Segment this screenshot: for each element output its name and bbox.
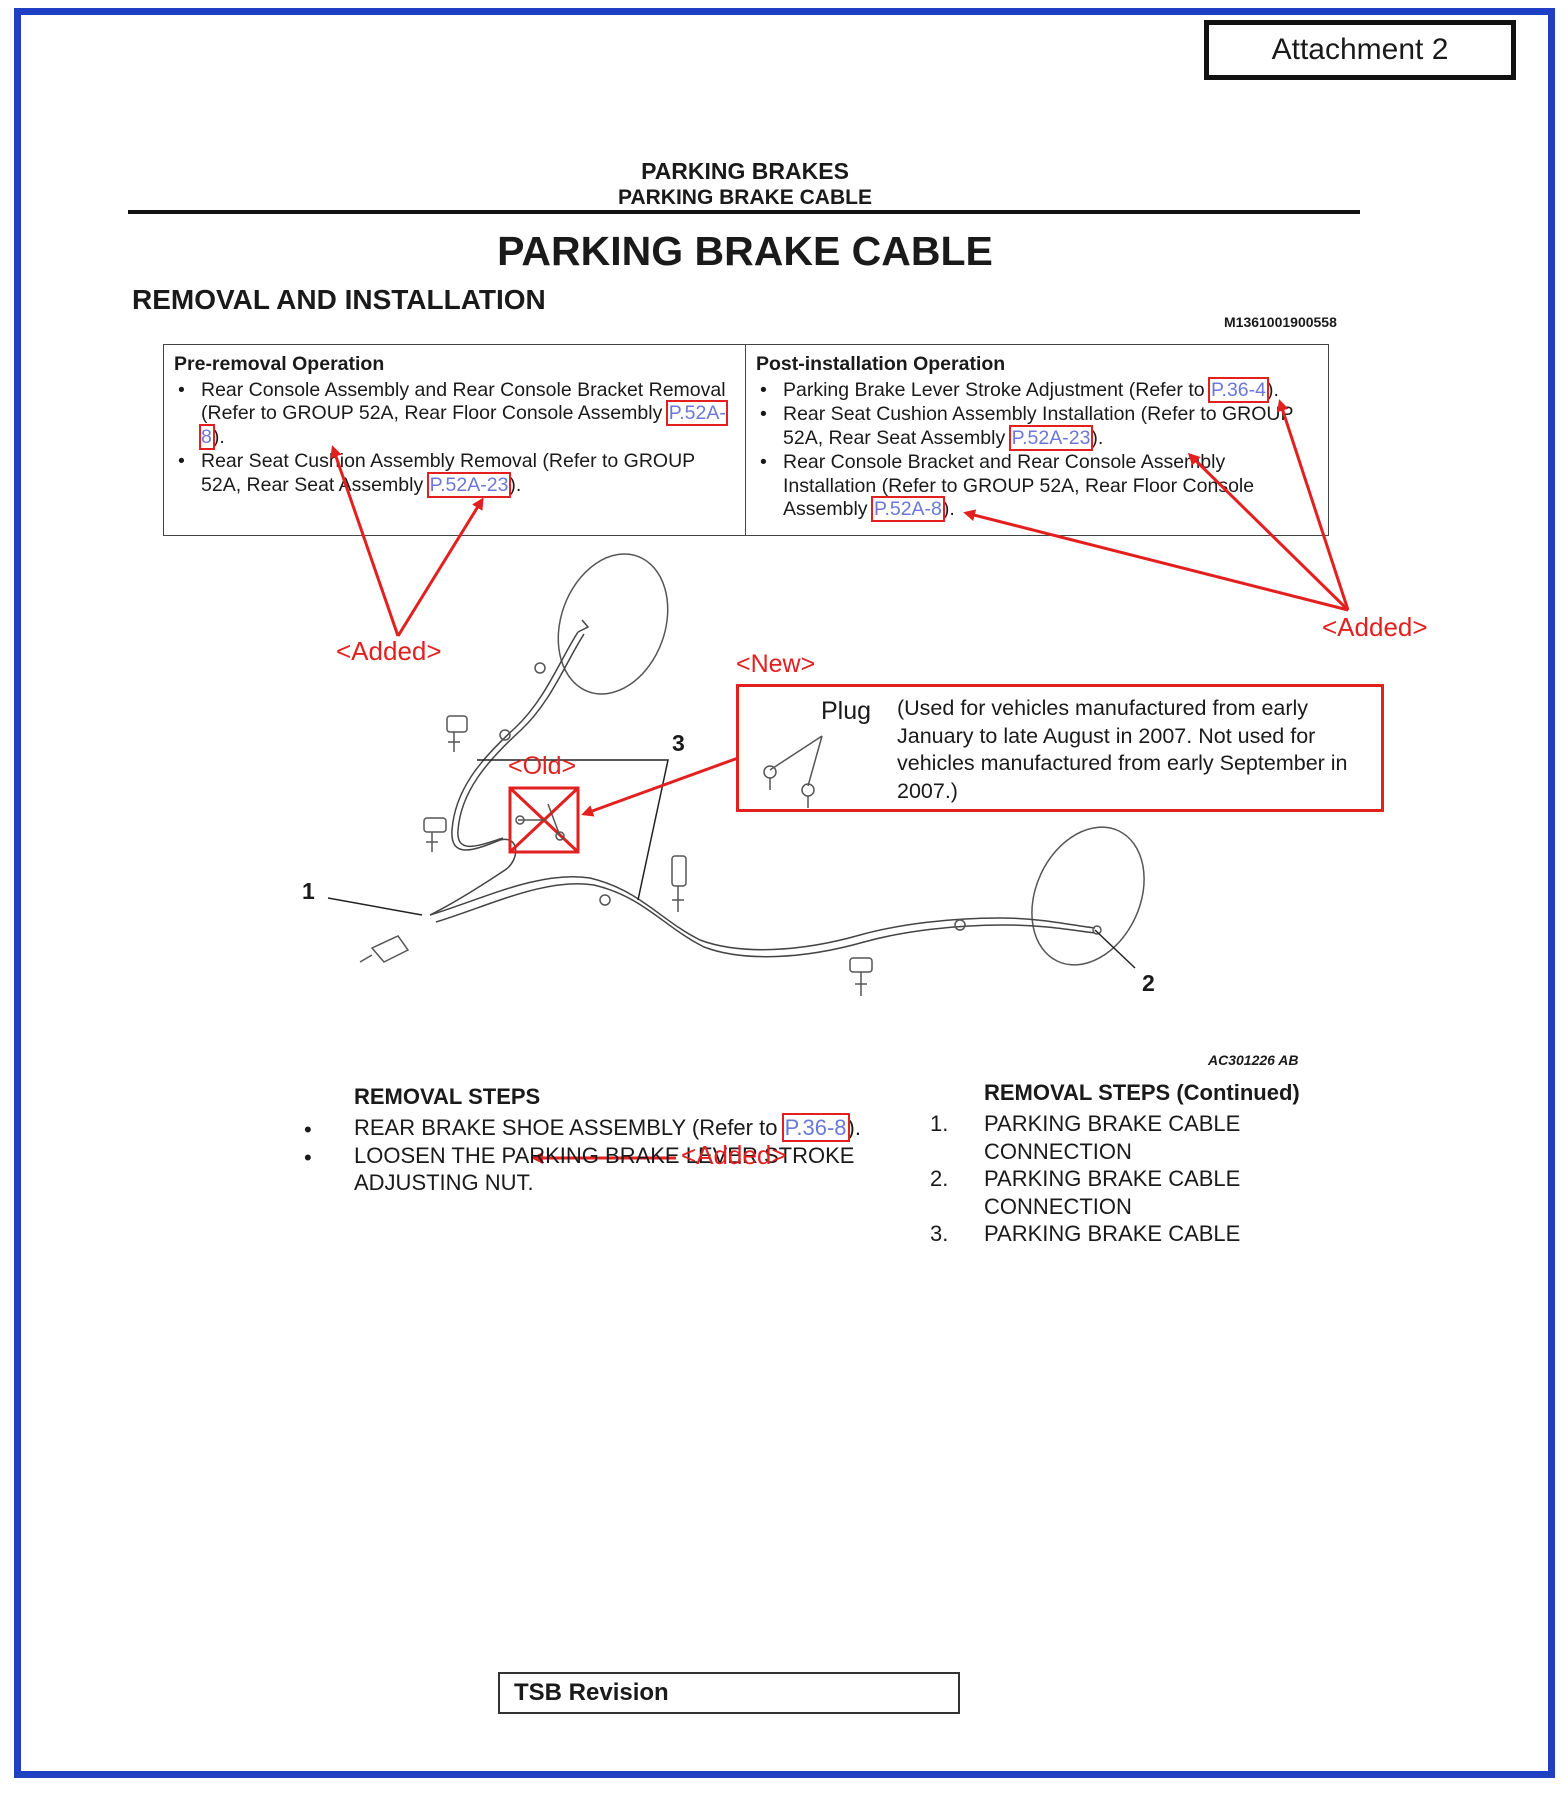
list-item: LOOSEN THE PARKING BRAKE LEVER STROKE AD… — [304, 1142, 864, 1197]
part-number-1: 1 — [302, 878, 315, 904]
removal-steps-continued: REMOVAL STEPS (Continued) 1.PARKING BRAK… — [930, 1080, 1350, 1248]
pre-removal-title: Pre-removal Operation — [174, 353, 385, 375]
removal-steps-list: REAR BRAKE SHOE ASSEMBLY (Refer to P.36-… — [304, 1113, 864, 1197]
post-installation-list: Parking Brake Lever Stroke Adjustment (R… — [756, 376, 1318, 522]
list-item: Rear Seat Cushion Assembly Installation … — [756, 403, 1318, 451]
removal-steps-continued-list: 1.PARKING BRAKE CABLE CONNECTION 2.PARKI… — [930, 1110, 1350, 1248]
tsb-revision-label: TSB Revision — [498, 1672, 960, 1714]
list-item: Rear Seat Cushion Assembly Removal (Refe… — [174, 450, 735, 498]
added-annotation-left: <Added> — [336, 636, 442, 666]
list-item: Parking Brake Lever Stroke Adjustment (R… — [756, 376, 1318, 403]
reference-link[interactable]: P.52A-8 — [870, 496, 945, 522]
parking-brake-cable — [429, 619, 1096, 958]
reference-link[interactable]: P.52A-8 — [199, 400, 728, 450]
cable-clips — [359, 662, 1102, 996]
list-item: REAR BRAKE SHOE ASSEMBLY (Refer to P.36-… — [304, 1113, 864, 1143]
attachment-label: Attachment 2 — [1204, 20, 1516, 80]
list-item: Rear Console Assembly and Rear Console B… — [174, 379, 735, 450]
part-number-2: 2 — [1142, 970, 1155, 996]
plug-description: (Used for vehicles manufactured from ear… — [897, 696, 1348, 803]
page-title: PARKING BRAKE CABLE — [497, 228, 993, 274]
reference-link[interactable]: P.52A-23 — [1008, 424, 1094, 451]
list-item: 3.PARKING BRAKE CABLE — [930, 1221, 1241, 1246]
removal-steps: REMOVAL STEPS REAR BRAKE SHOE ASSEMBLY (… — [304, 1084, 864, 1197]
page-frame — [14, 8, 1555, 1778]
figure-code: AC301226 AB — [1208, 1052, 1299, 1068]
old-plug-icon — [515, 803, 565, 841]
pre-removal-column: Pre-removal Operation Rear Console Assem… — [164, 345, 746, 535]
plug-label: Plug — [821, 697, 872, 725]
added-annotation-steps: <Added> — [681, 1140, 787, 1170]
subsection-header: PARKING BRAKE CABLE — [618, 186, 872, 209]
detail-ellipse-upper — [557, 553, 669, 695]
list-item: 2.PARKING BRAKE CABLE CONNECTION — [930, 1166, 1241, 1219]
removal-steps-title: REMOVAL STEPS — [354, 1084, 541, 1109]
part-leaders — [327, 759, 1136, 969]
operations-table: Pre-removal Operation Rear Console Assem… — [163, 344, 1329, 536]
post-installation-title: Post-installation Operation — [756, 353, 1006, 375]
page-subtitle: REMOVAL AND INSTALLATION — [132, 284, 546, 315]
added-annotation-right: <Added> — [1322, 612, 1428, 642]
post-installation-column: Post-installation Operation Parking Brak… — [746, 345, 1328, 535]
plug-callout: Plug (Used for vehicles manufactured fro… — [736, 684, 1384, 812]
header-rule — [128, 210, 1360, 214]
removal-steps-continued-title: REMOVAL STEPS (Continued) — [984, 1080, 1300, 1105]
part-number-3: 3 — [672, 730, 685, 756]
reference-link[interactable]: P.36-4 — [1208, 376, 1269, 403]
list-item: Rear Console Bracket and Rear Console As… — [756, 451, 1318, 522]
document-code: M1361001900558 — [1224, 314, 1337, 330]
plug-icon — [763, 735, 823, 808]
new-annotation: <New> — [736, 650, 816, 678]
old-annotation: <Old> — [508, 752, 577, 780]
reference-link[interactable]: P.36-8 — [781, 1113, 850, 1142]
reference-link[interactable]: P.52A-23 — [426, 471, 512, 498]
detail-ellipse-lower — [1031, 826, 1145, 966]
list-item: 1.PARKING BRAKE CABLE CONNECTION — [930, 1111, 1241, 1164]
pre-removal-list: Rear Console Assembly and Rear Console B… — [174, 379, 735, 498]
section-header: PARKING BRAKES — [641, 158, 849, 184]
